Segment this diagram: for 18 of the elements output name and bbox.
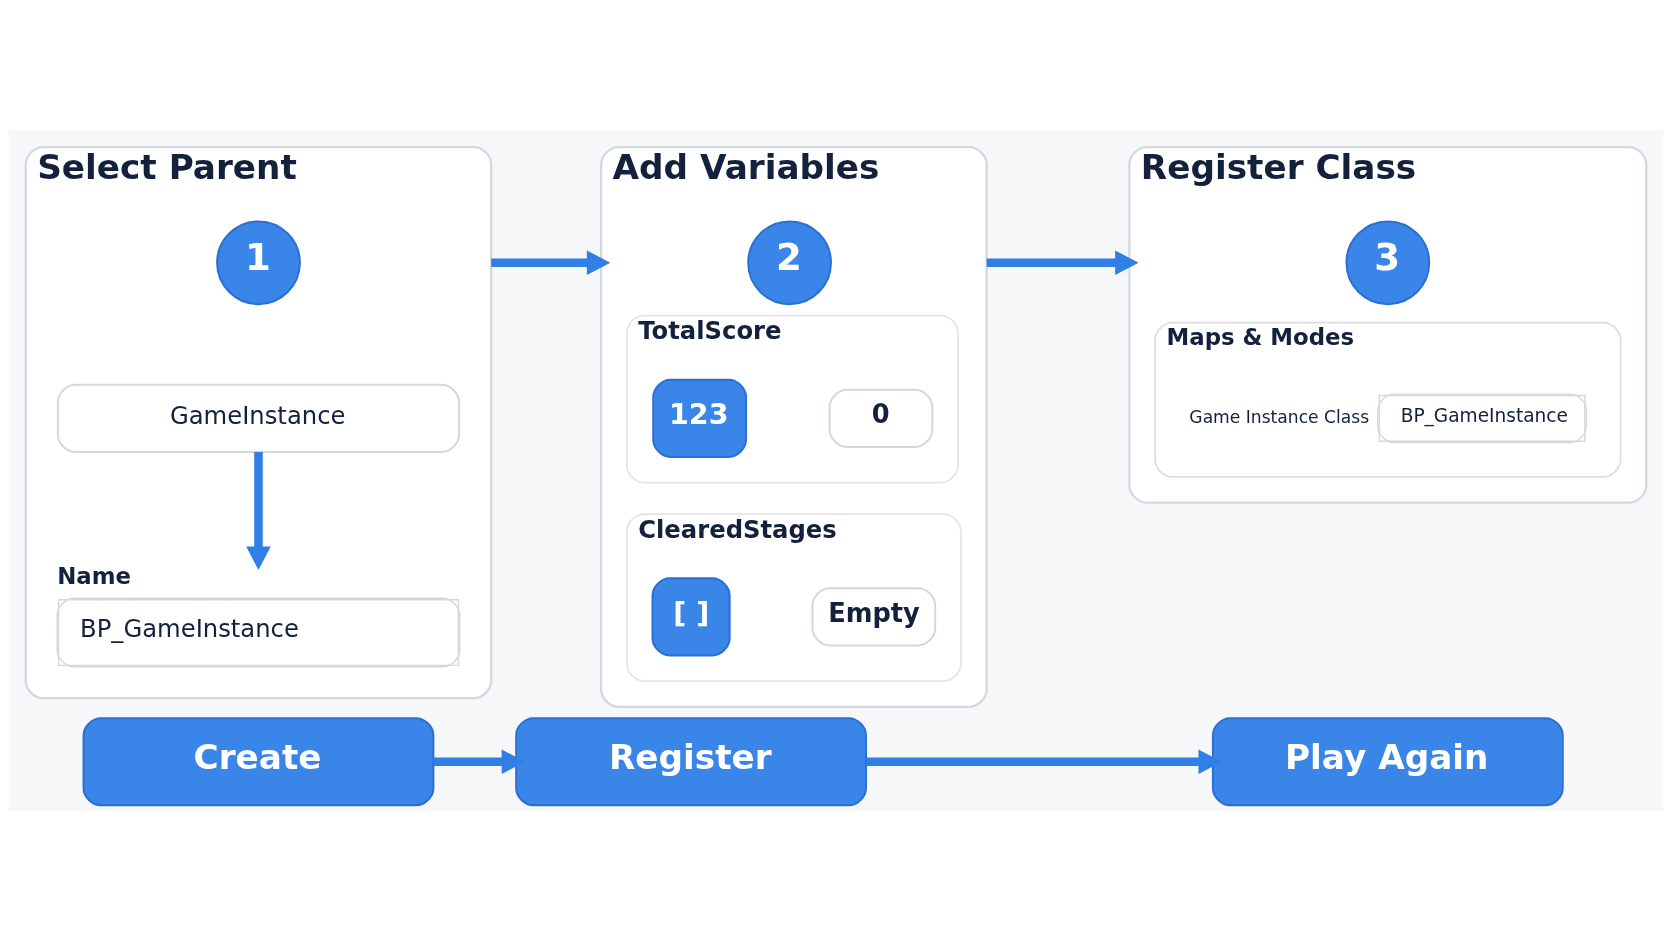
- node-box: [ ]: [651, 577, 731, 657]
- node-label: Name: [57, 562, 131, 589]
- node-box: GameInstance: [56, 383, 461, 453]
- node-box: Register: [515, 717, 867, 807]
- node-circle: 3: [1345, 220, 1431, 306]
- arrow: [866, 749, 1222, 775]
- arrow: [433, 749, 526, 775]
- node-box: 123: [652, 378, 748, 458]
- node-box: 0: [828, 388, 934, 448]
- arrow: [246, 452, 271, 571]
- arrow: [491, 250, 611, 276]
- node-label: Game Instance Class: [1189, 406, 1370, 427]
- arrow: [986, 250, 1139, 276]
- node-box: Play Again: [1211, 717, 1564, 807]
- node-box: Empty: [811, 587, 937, 647]
- node-circle: 2: [747, 220, 832, 306]
- node-circle: 1: [216, 220, 301, 306]
- node-box: Create: [82, 717, 435, 807]
